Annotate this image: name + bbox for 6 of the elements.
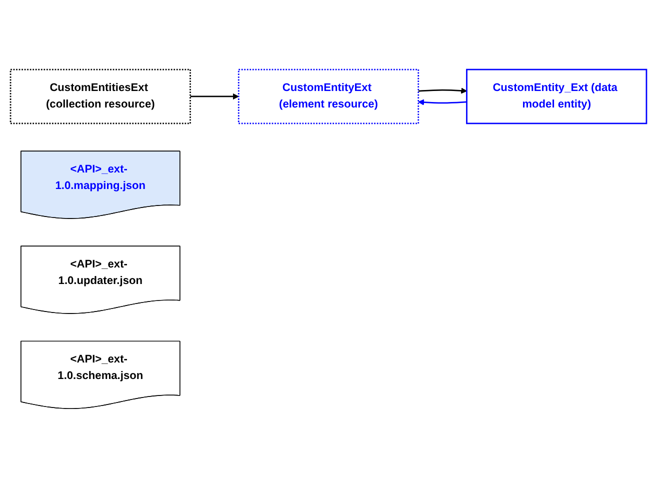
arrow xyxy=(418,88,468,94)
arrow xyxy=(418,99,467,106)
node-box: CustomEntity_Ext (data model entity) xyxy=(466,68,648,124)
node-box: CustomEntitiesExt (collection resource) xyxy=(10,68,191,124)
node-box: CustomEntityExt (element resource) xyxy=(238,68,420,124)
arrow xyxy=(190,93,239,100)
